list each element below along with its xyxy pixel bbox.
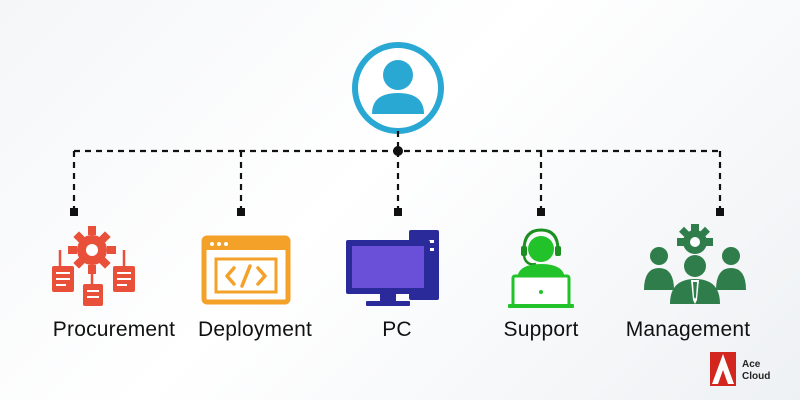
node-label-deployment: Deployment	[197, 318, 313, 341]
node-label-management: Management	[625, 318, 751, 341]
user-avatar-icon	[352, 42, 444, 134]
ace-cloud-logo-icon	[710, 352, 736, 386]
desktop-computer-icon	[346, 230, 439, 306]
brand-name-line2: Cloud	[742, 371, 771, 382]
connector-junction	[393, 146, 403, 156]
connector-endpoints	[70, 208, 724, 216]
node-label-support: Support	[503, 318, 579, 341]
node-label-pc: PC	[382, 318, 412, 341]
brand-name-line1: Ace	[742, 359, 761, 370]
code-window-icon	[201, 235, 291, 305]
node-label-procurement: Procurement	[52, 318, 176, 341]
support-agent-headset-icon	[508, 228, 574, 308]
connector-lines	[72, 131, 722, 212]
procurement-gear-documents-icon	[52, 226, 135, 306]
management-team-gear-icon	[644, 224, 746, 304]
